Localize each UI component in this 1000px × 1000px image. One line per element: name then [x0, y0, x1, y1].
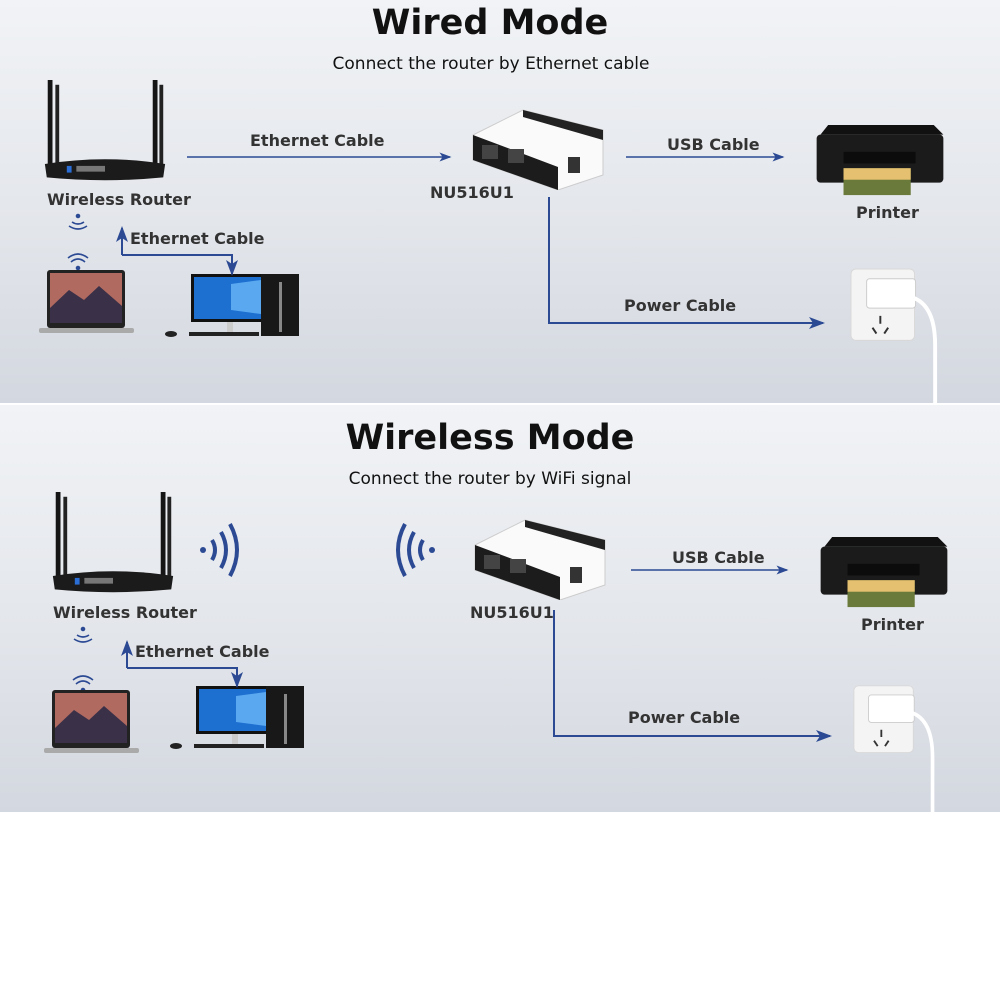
printer-image	[820, 537, 948, 608]
printer-label: Printer	[861, 615, 924, 634]
wireless-router-image	[44, 80, 166, 181]
nu516u1-device-image	[472, 109, 604, 190]
power-plug-image	[851, 684, 935, 812]
wireless-router-image	[52, 492, 174, 593]
wifi-icon	[72, 626, 94, 693]
wifi-icon	[67, 213, 89, 271]
ethernet-to-pc-line	[127, 667, 243, 688]
router-label: Wireless Router	[53, 603, 197, 622]
ethernet-cable-label: Ethernet Cable	[250, 131, 385, 150]
wireless-mode-subtitle: Connect the router by WiFi signal	[348, 469, 632, 489]
wifi-signal-waves-right-icon	[200, 523, 239, 577]
power-plug-image	[848, 267, 938, 404]
wired-mode-subtitle: Connect the router by Ethernet cable	[332, 54, 650, 74]
laptop-image	[44, 690, 139, 753]
ethernet-cable-pc-label: Ethernet Cable	[130, 229, 265, 248]
power-cable-label: Power Cable	[628, 708, 741, 727]
desktop-pc-image	[165, 274, 299, 337]
printer-label: Printer	[856, 203, 919, 222]
power-cable-line	[548, 197, 825, 329]
wireless-mode-title: Wireless Mode	[345, 418, 635, 458]
device-label: NU516U1	[430, 183, 514, 202]
ethernet-cable-pc-label: Ethernet Cable	[135, 642, 270, 661]
printer-image	[816, 125, 944, 196]
desktop-pc-image	[170, 686, 304, 749]
wireless-mode-panel	[0, 405, 1000, 812]
router-label: Wireless Router	[47, 190, 191, 209]
power-cable-label: Power Cable	[624, 296, 737, 315]
usb-cable-label: USB Cable	[667, 135, 760, 154]
wired-mode-title: Wired Mode	[371, 3, 609, 43]
wifi-signal-waves-left-icon	[396, 523, 435, 577]
laptop-image	[39, 270, 134, 333]
nu516u1-device-image	[474, 519, 606, 600]
device-label: NU516U1	[470, 603, 554, 622]
power-cable-line	[553, 610, 832, 742]
usb-cable-label: USB Cable	[672, 548, 765, 567]
